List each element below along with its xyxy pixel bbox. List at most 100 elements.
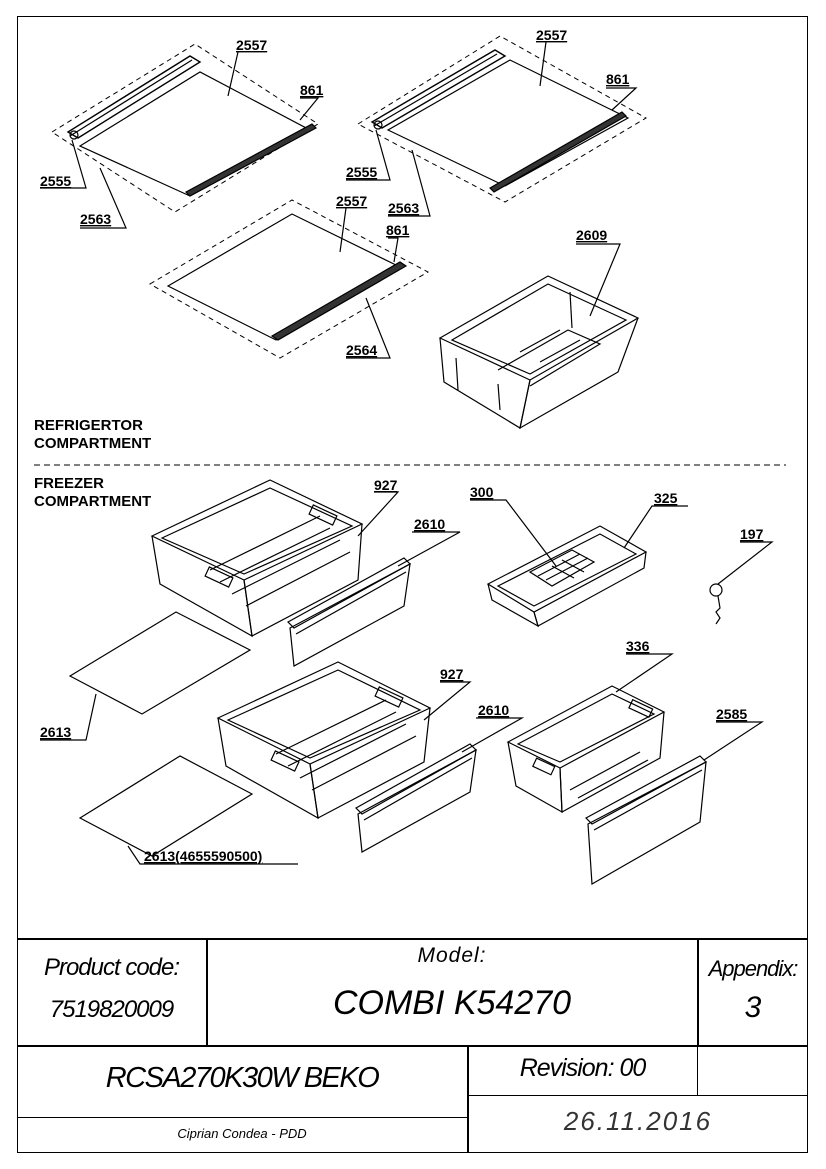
model-label: Model: <box>417 944 487 967</box>
callout-2613-b: 2613(4655590500) <box>144 848 262 864</box>
shelf-1-outline <box>51 43 319 213</box>
leader-336 <box>615 653 674 693</box>
leader-2613-a <box>40 693 97 741</box>
ice-tray-body <box>528 549 596 587</box>
callout-2557-a: 2557 <box>236 37 267 53</box>
ice-holder-front-left <box>487 583 539 628</box>
leader-927-a <box>357 491 400 537</box>
callout-300: 300 <box>470 484 494 500</box>
drawer-2-rail-2 <box>287 711 397 767</box>
crisper-box <box>438 243 640 430</box>
crisper-rib-3 <box>569 291 573 329</box>
crisper-floor <box>497 329 602 387</box>
tb-vline-1 <box>206 938 208 1045</box>
leader-2585 <box>703 721 765 761</box>
drawer-3-handle-slot <box>628 698 654 718</box>
ice-tray-assembly <box>470 499 688 628</box>
product-code-value: 7519820009 <box>49 996 174 1023</box>
drawing-frame <box>17 16 808 1153</box>
leader-2563-b <box>388 149 431 217</box>
drawer-1-top-inner <box>160 487 354 575</box>
freezer-label-line-2: COMPARTMENT <box>34 493 152 510</box>
shelf-1-profile-line <box>69 59 193 137</box>
freezer-drawer-1 <box>150 479 400 638</box>
front-2-trim <box>363 757 473 821</box>
drawer-1-rail-2 <box>219 527 331 583</box>
callout-861-c: 861 <box>386 222 410 238</box>
leader-2563-a <box>80 167 127 229</box>
callout-927-b: 927 <box>440 666 464 682</box>
drawer-3-rail-1 <box>569 751 641 791</box>
drawer-2-side-slot <box>270 750 300 772</box>
tb-vline-2 <box>697 938 699 1045</box>
leader-2613-b <box>127 845 298 865</box>
front-3-trim <box>593 769 703 831</box>
freezer-drawer-2 <box>216 661 472 820</box>
glass-cover-1-plate <box>68 611 252 715</box>
drawer-1-rail-1 <box>209 515 321 571</box>
front-2-top-edge <box>355 743 477 815</box>
callout-861-a: 861 <box>300 82 324 98</box>
model-value: COMBI K54270 <box>332 984 572 1022</box>
leader-300 <box>470 499 557 567</box>
drawer-2-top-inner <box>226 669 422 759</box>
freezer-label-line-1: FREEZER <box>34 475 105 492</box>
ice-tray-cell-col-2 <box>561 559 585 573</box>
drawer-2-top <box>216 661 432 765</box>
crisper-rib-1 <box>455 357 459 391</box>
shelf-1-glass <box>78 71 312 197</box>
appendix-value: 3 <box>744 991 762 1024</box>
shelf-2-front-strip <box>489 111 627 193</box>
shelf-1-front-strip <box>185 123 317 197</box>
callout-325: 325 <box>654 490 678 506</box>
leader-2555-b <box>346 129 391 181</box>
leader-2609 <box>576 243 621 317</box>
drawer-3-rail-2 <box>577 759 649 799</box>
drawer-2-rail-4 <box>311 735 417 791</box>
ice-tray-cell-row-1 <box>537 553 581 577</box>
crisper-inner-rim <box>450 283 628 375</box>
callout-336: 336 <box>626 638 650 654</box>
leader-927-b <box>423 681 472 721</box>
glass-cover-1 <box>40 611 252 741</box>
shelf-2-glass <box>386 59 630 187</box>
key-ring <box>709 583 723 597</box>
crisper-front-left <box>439 337 531 429</box>
shelf-1-end-cap <box>69 130 79 140</box>
callout-927-a: 927 <box>374 477 398 493</box>
drawer-1-rail-3 <box>231 539 341 595</box>
glass-cover-2-plate <box>78 755 254 857</box>
drawer-2-rail-3 <box>299 723 407 779</box>
drawer-front-2 <box>355 717 525 853</box>
drawer-1-rail-4 <box>245 551 351 607</box>
shelf-2-rear-profile <box>370 49 507 129</box>
leader-2557-a <box>227 51 239 97</box>
drawer-2-front-right <box>309 707 431 819</box>
shelf-2-end-cap <box>373 120 383 130</box>
drawer-2-front-left <box>217 717 319 820</box>
crisper-front-right <box>519 317 639 430</box>
leader-197 <box>717 541 774 585</box>
front-3-panel <box>587 760 707 885</box>
shelf-3-front-strip <box>270 261 408 341</box>
drawer-3-top <box>506 685 666 769</box>
product-name: RCSA270K30W BEKO <box>105 1062 380 1094</box>
front-1-top-edge <box>287 557 411 629</box>
shelf-3-glass <box>166 213 404 341</box>
drawer-front-1 <box>287 531 461 667</box>
revision-label: Revision: 00 <box>519 1054 647 1082</box>
leader-2555-a <box>40 139 87 189</box>
key-shaft <box>715 595 721 625</box>
glass-cover-2 <box>78 755 298 865</box>
ice-holder-front-right <box>533 551 647 627</box>
appendix-label: Appendix: <box>708 956 799 981</box>
leader-2557-c <box>339 207 347 253</box>
drawer-1-top <box>150 479 364 581</box>
drawer-3-top-inner <box>516 693 656 763</box>
crisper-rib-5 <box>539 339 581 363</box>
freezer-compartment-label: FREEZER COMPARTMENT <box>34 475 151 511</box>
drawer-3-front-left <box>507 741 563 814</box>
drawer-3-side-slot <box>532 757 556 776</box>
callout-197: 197 <box>740 526 764 542</box>
